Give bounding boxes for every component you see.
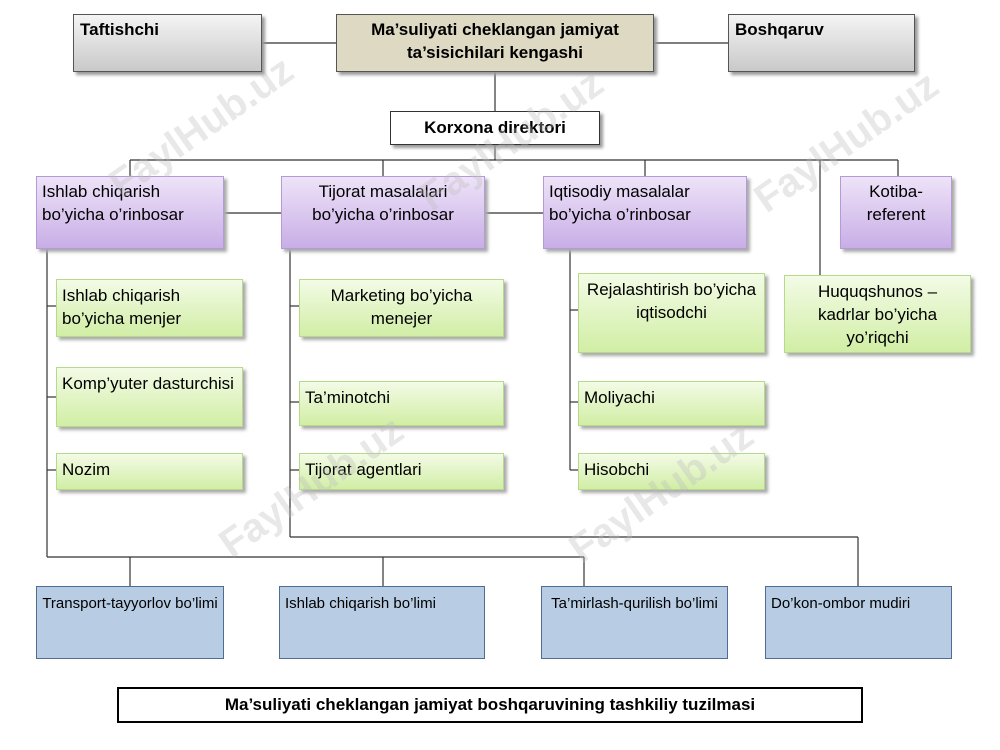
- economy-deputy-box: Iqtisodiy masalalar bo’yicha o’rinbosar: [543, 176, 747, 249]
- production-manager-box: Ishlab chiqarish bo’yicha menjer: [56, 279, 243, 337]
- secretary-box: Kotiba-referent: [840, 176, 952, 249]
- supervisor-box: Nozim: [56, 453, 243, 490]
- shop-warehouse-manager-box: Do’kon-ombor mudiri: [765, 586, 952, 659]
- financier-box: Moliyachi: [578, 381, 765, 426]
- programmer-box: Komp’yuter dasturchisi: [56, 367, 243, 427]
- diagram-caption: Ma’suliyati cheklangan jamiyat boshqaruv…: [117, 687, 863, 723]
- sales-agents-box: Tijorat agentlari: [299, 453, 504, 490]
- director-box: Korxona direktori: [390, 111, 600, 145]
- production-deputy-box: Ishlab chiqarish bo’yicha o’rinbosar: [36, 176, 224, 249]
- accountant-box: Hisobchi: [578, 453, 765, 490]
- marketing-manager-box: Marketing bo’yicha menejer: [299, 279, 504, 337]
- management-box: Boshqaruv: [728, 14, 915, 72]
- supplier-box: Ta’minotchi: [299, 381, 504, 426]
- transport-department-box: Transport-tayyorlov bo’limi: [36, 586, 224, 659]
- lawyer-box: Huquqshunos – kadrlar bo’yicha yo’riqchi: [784, 275, 971, 353]
- founders-council-box: Ma’suliyati cheklangan jamiyat ta’sisich…: [336, 14, 654, 72]
- commerce-deputy-box: Tijorat masalalari bo’yicha o’rinbosar: [281, 176, 485, 249]
- production-department-box: Ishlab chiqarish bo’limi: [279, 586, 485, 659]
- inspector-box: Taftishchi: [73, 14, 262, 72]
- planning-economist-box: Rejalashtirish bo’yicha iqtisodchi: [578, 273, 765, 353]
- repair-construction-department-box: Ta’mirlash-qurilish bo’limi: [541, 586, 728, 659]
